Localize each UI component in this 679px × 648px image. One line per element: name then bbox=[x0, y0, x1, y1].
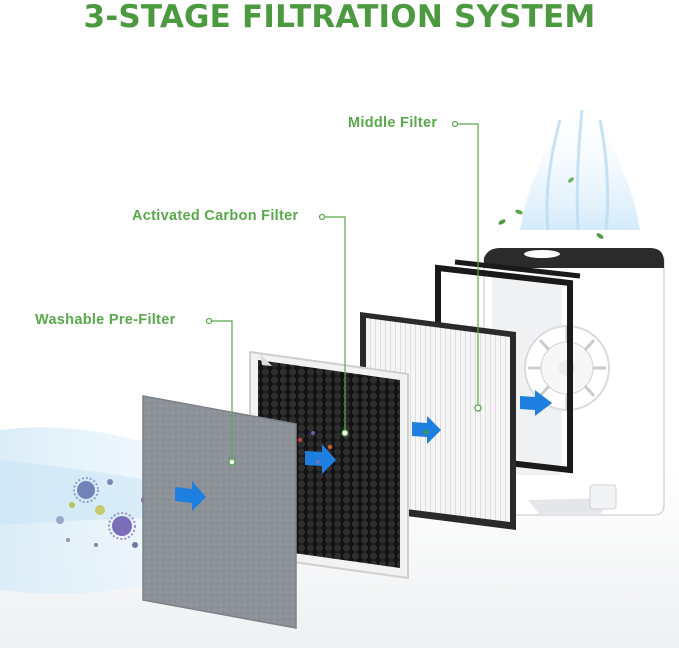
leaf-icon bbox=[498, 177, 604, 239]
washable-pre-filter bbox=[142, 395, 297, 629]
leader-end-dots bbox=[228, 404, 482, 466]
leader-lines bbox=[205, 120, 479, 461]
page-title: 3-STAGE FILTRATION SYSTEM bbox=[83, 0, 596, 35]
label-middle-filter: Middle Filter bbox=[348, 115, 438, 131]
label-activated-carbon-filter: Activated Carbon Filter bbox=[132, 208, 299, 224]
label-washable-pre-filter: Washable Pre-Filter bbox=[35, 312, 176, 328]
outgoing-air-mist bbox=[520, 95, 640, 230]
